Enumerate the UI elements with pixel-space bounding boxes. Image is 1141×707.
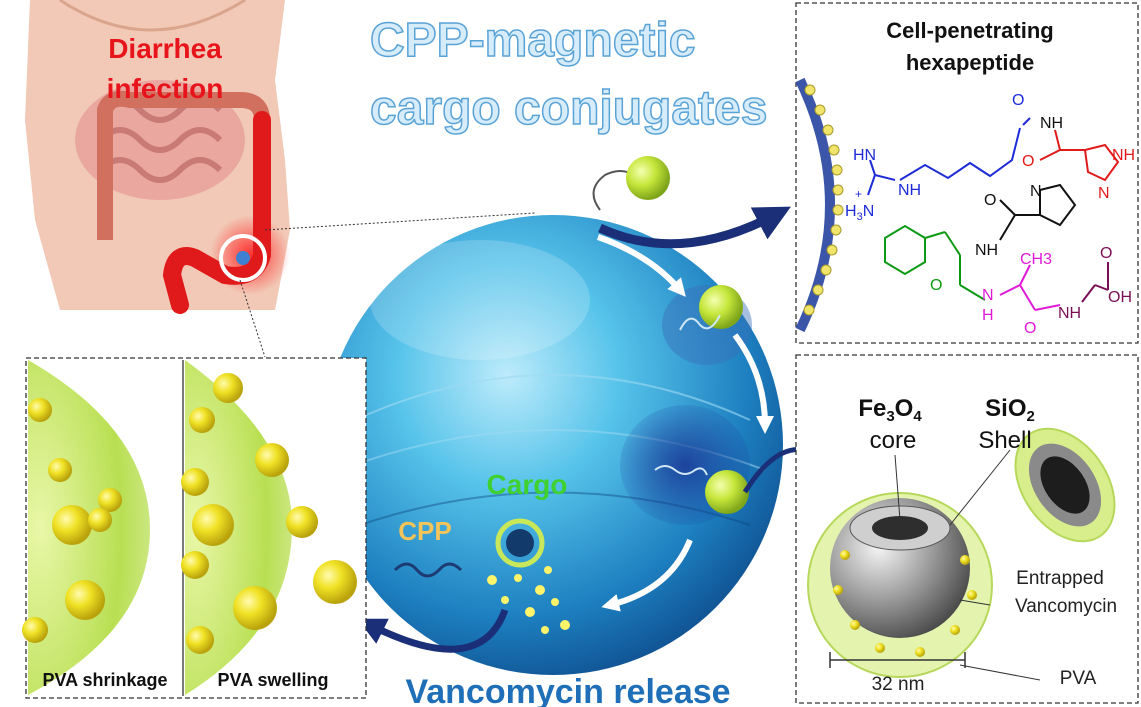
arrow-to-pva (357, 608, 509, 653)
peptide-title-line2: hexapeptide (906, 50, 1034, 75)
atom-blue-nh-left: NH (898, 182, 921, 199)
zoom-line-top (264, 212, 536, 231)
diarrhea-label: Diarrhea (108, 33, 222, 64)
atom-red-n: N (1098, 185, 1110, 202)
atom-red-nh: NH (1112, 147, 1135, 164)
atom-h3n-sub: 3 (857, 211, 863, 223)
release-label: Vancomycin release (405, 673, 730, 707)
atom-purple-oh: OH (1108, 289, 1132, 306)
pva-label: PVA (1060, 668, 1097, 689)
zoom-line-left (239, 279, 266, 358)
atom-green-n: N (982, 287, 994, 304)
atom-green-h: H (982, 307, 994, 324)
cpp-cargo-conjugate-top (592, 156, 670, 211)
atom-black-o: O (984, 192, 996, 209)
atom-black-nh: NH (975, 242, 998, 259)
shell-formula: SiO2 (985, 395, 1035, 425)
atom-blue-hn: HN (853, 147, 876, 164)
title-line2: cargo conjugates (370, 82, 767, 135)
atom-red-o: O (1022, 153, 1034, 170)
atom-blue-o: O (1012, 92, 1024, 109)
atom-green-o: O (930, 277, 942, 294)
core-word: core (870, 427, 917, 454)
main-sphere: Cargo CPP (323, 215, 783, 675)
cpp-label: CPP (398, 516, 451, 546)
atom-magenta-o: O (1024, 320, 1036, 337)
core-sub1: 3 (886, 408, 894, 425)
core-formula: Fe3O4 (858, 395, 922, 425)
atom-h3n: H3N (845, 203, 874, 223)
entrapped-line1: Entrapped (1016, 568, 1104, 589)
cargo-label: Cargo (487, 469, 568, 500)
atom-plus: + (855, 187, 862, 201)
pva-panel: PVA shrinkage PVA swelling (22, 357, 367, 699)
core-sub2: 4 (913, 408, 922, 425)
nanoparticle-panel: Fe3O4 core SiO2 Shell Entrapped Vancomyc… (795, 354, 1139, 704)
abdomen-illustration: Diarrhea infection (25, 0, 290, 314)
atom-purple-nh: NH (1058, 305, 1081, 322)
shell-word: Shell (978, 427, 1031, 454)
shell-sio: SiO (985, 395, 1026, 422)
atom-blue-nh: NH (1040, 115, 1063, 132)
peptide-panel: Cell-penetrating hexapeptide O NH HN NH … (795, 2, 1139, 344)
atom-h3n-h: H (845, 203, 857, 220)
atom-h3n-n: N (863, 203, 875, 220)
title: CPP-magnetic cargo conjugates (369, 13, 768, 136)
core-o: O (895, 395, 914, 422)
shell-sub: 2 (1027, 408, 1035, 425)
title-line1: CPP-magnetic (370, 14, 695, 67)
pva-shrinkage-label: PVA shrinkage (42, 670, 167, 690)
atom-black-n: N (1030, 183, 1042, 200)
scale-label: 32 nm (872, 674, 925, 695)
entrapped-line2: Vancomycin (1015, 596, 1117, 617)
particle-cross-section (1014, 427, 1116, 543)
infection-label: infection (107, 73, 224, 104)
atom-ch3: CH3 (1020, 251, 1052, 268)
pva-swelling-label: PVA swelling (217, 670, 328, 690)
peptide-title-line1: Cell-penetrating (886, 18, 1053, 43)
core-fe: Fe (858, 395, 886, 422)
atom-purple-o: O (1100, 245, 1112, 262)
arrow-to-peptide (598, 206, 791, 249)
